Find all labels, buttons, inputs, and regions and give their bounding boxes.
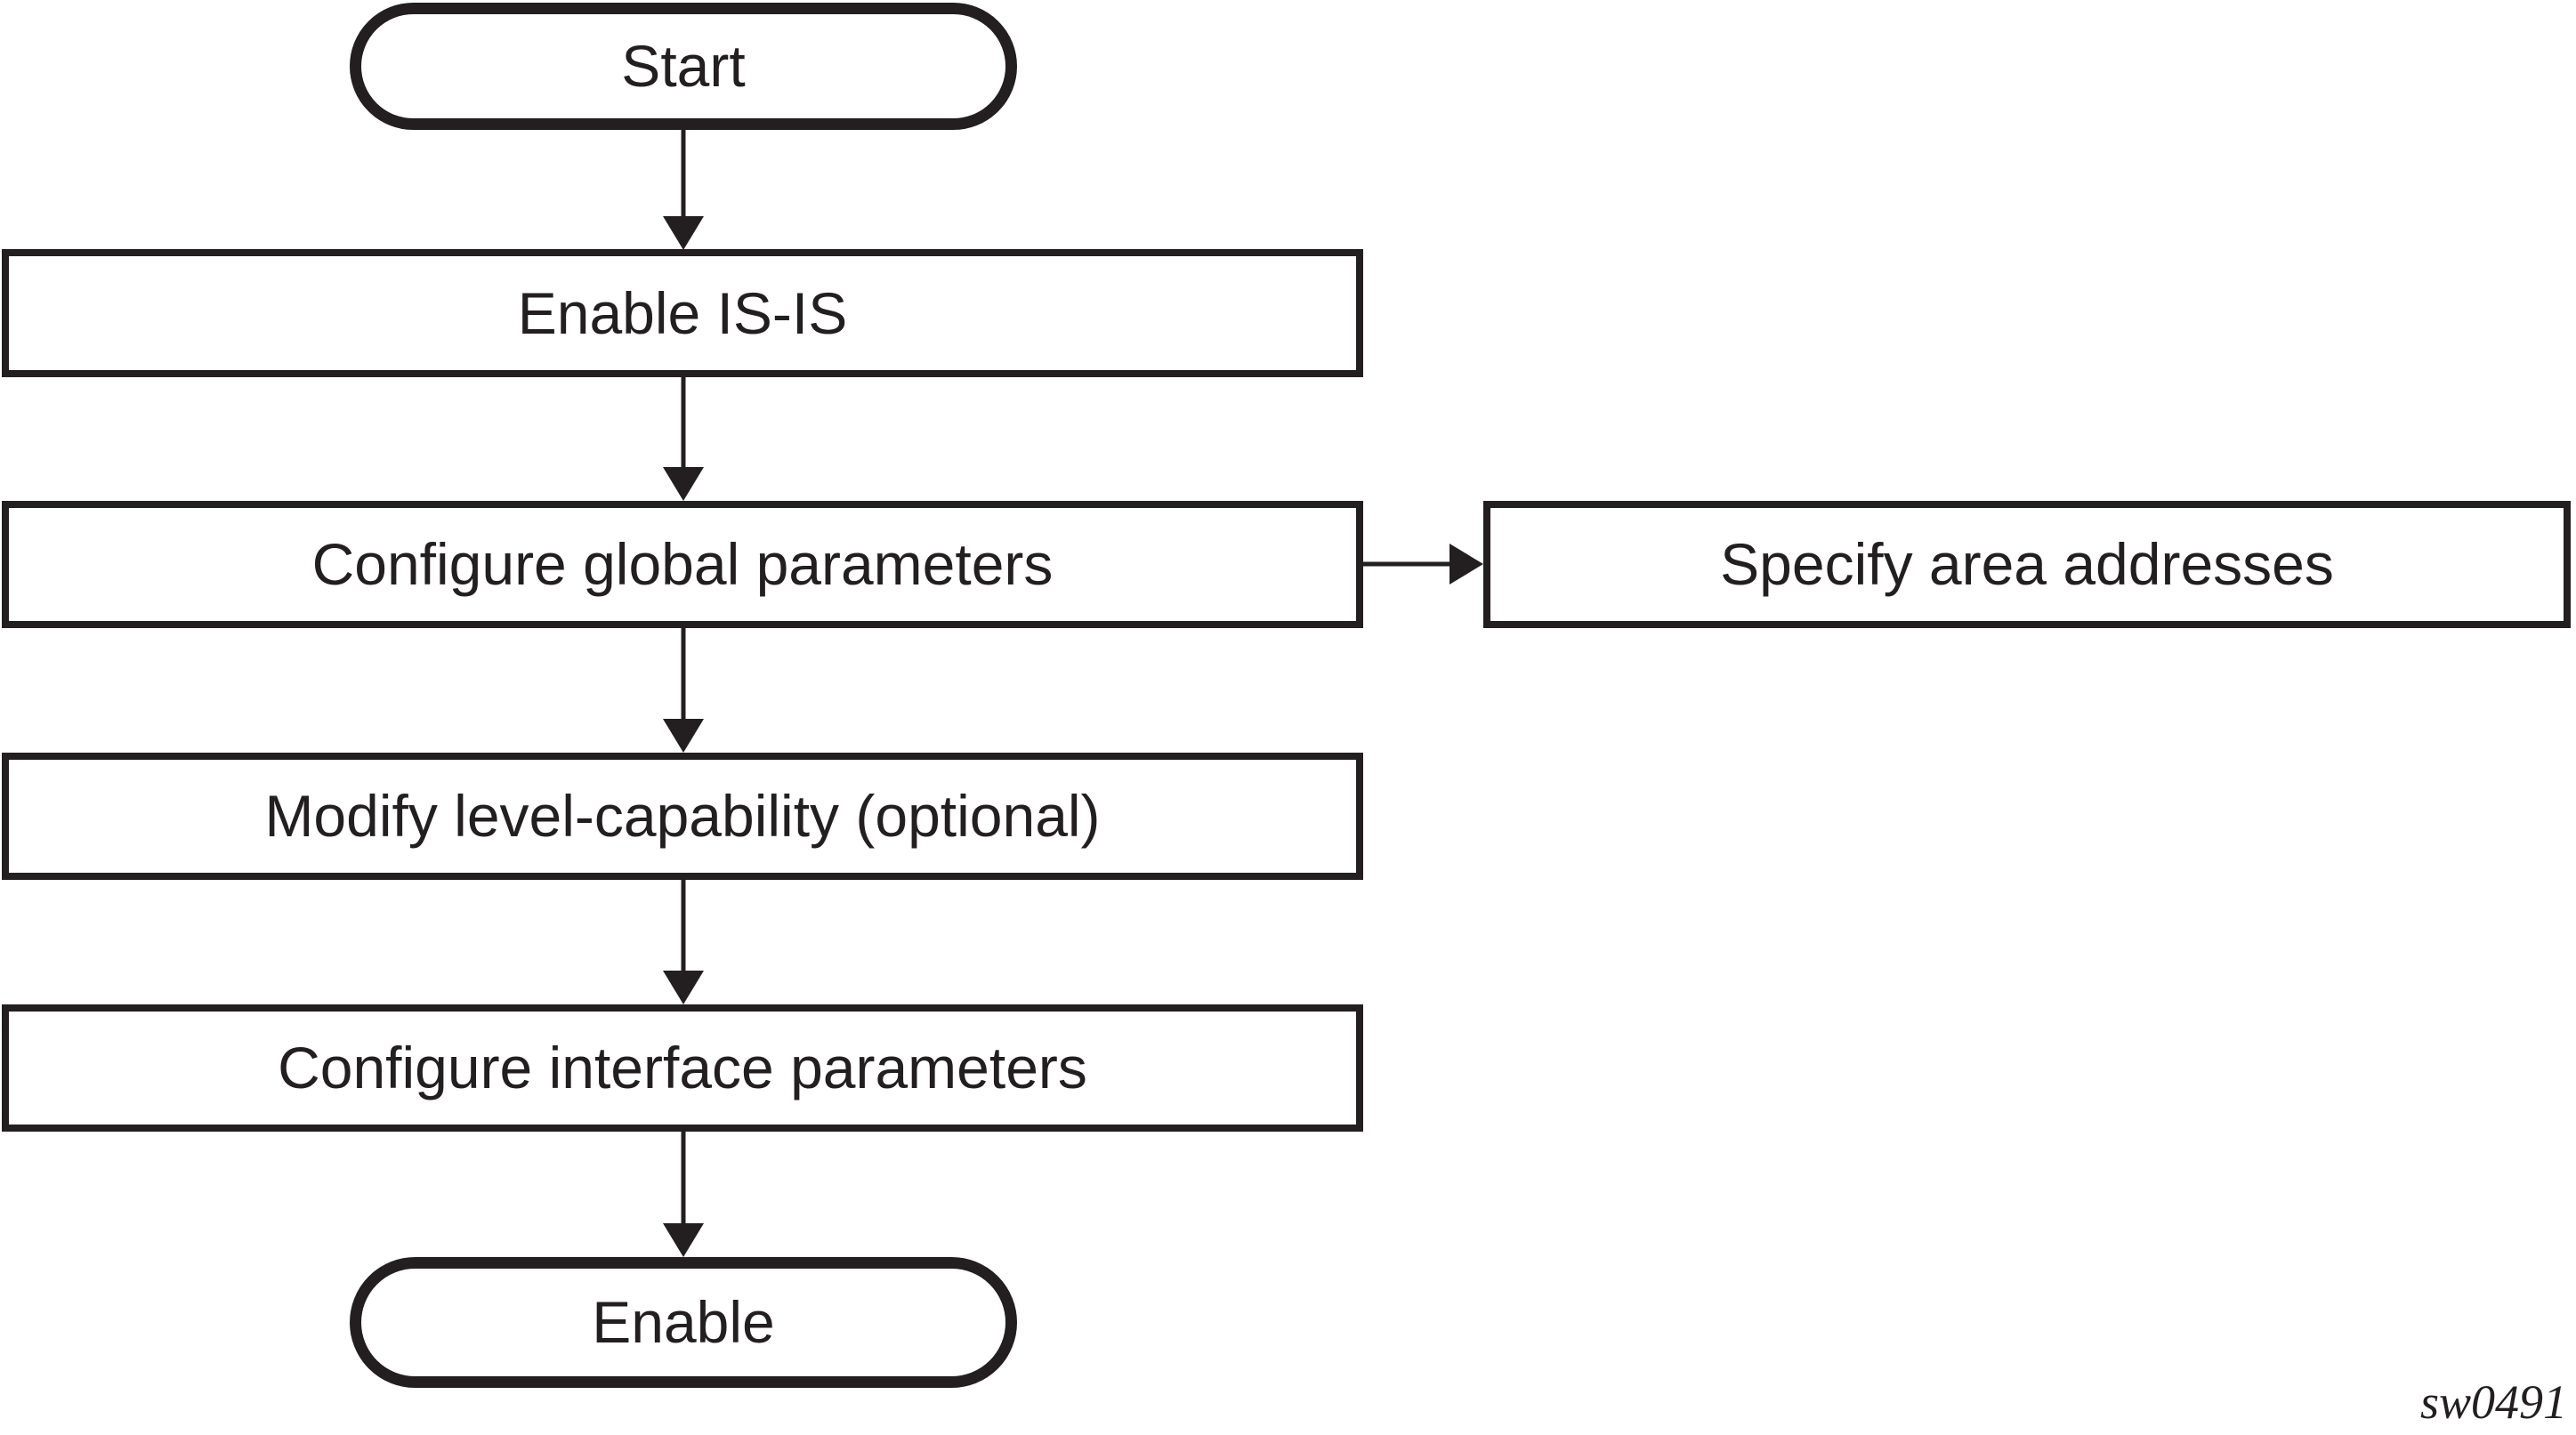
node-modify-level-capability-label: Modify level-capability (optional) — [264, 783, 1101, 850]
node-specify-area-addresses: Specify area addresses — [1483, 501, 2571, 628]
node-enable: Enable — [350, 1257, 1017, 1388]
node-start: Start — [350, 3, 1017, 130]
node-specify-area-addresses-label: Specify area addresses — [1720, 531, 2334, 598]
node-configure-interface-parameters-label: Configure interface parameters — [278, 1035, 1087, 1101]
edge-enable-isis-to-configure-global — [663, 377, 704, 501]
node-enable-isis: Enable IS-IS — [2, 249, 1363, 377]
edge-configure-global-to-specify-area — [1363, 544, 1483, 584]
figure-id-label: sw0491 — [2419, 1375, 2567, 1429]
node-start-label: Start — [621, 33, 746, 100]
node-configure-interface-parameters: Configure interface parameters — [2, 1004, 1363, 1132]
node-configure-global-parameters-label: Configure global parameters — [311, 531, 1054, 598]
node-configure-global-parameters: Configure global parameters — [2, 501, 1363, 628]
node-enable-label: Enable — [592, 1289, 775, 1356]
edge-start-to-enable-isis — [663, 130, 704, 250]
node-enable-isis-label: Enable IS-IS — [517, 279, 848, 346]
edge-configure-global-to-modify-level — [663, 628, 704, 753]
edge-modify-level-to-configure-interface — [663, 880, 704, 1004]
node-modify-level-capability: Modify level-capability (optional) — [2, 753, 1363, 880]
edge-configure-interface-to-enable — [663, 1132, 704, 1257]
